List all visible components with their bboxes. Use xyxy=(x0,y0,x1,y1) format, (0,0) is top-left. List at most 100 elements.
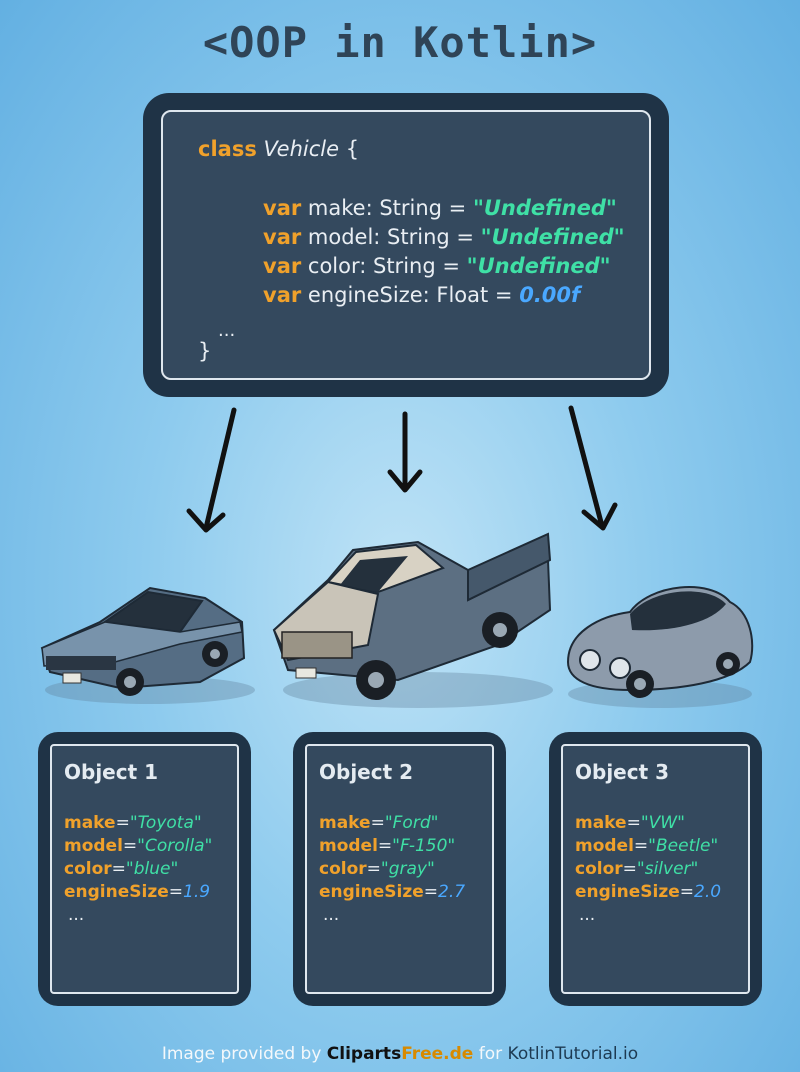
equals-sign: = xyxy=(122,836,138,856)
var-keyword: var xyxy=(263,225,302,249)
object-title: Object 3 xyxy=(575,760,670,784)
object-title: Object 2 xyxy=(319,760,414,784)
class-header-line: class Vehicle { xyxy=(198,135,359,164)
field-value: "VW" xyxy=(640,813,685,833)
page-title: <OOP in Kotlin> xyxy=(202,18,598,67)
equals-sign: = xyxy=(626,813,641,833)
footer-brand-link[interactable]: Cliparts xyxy=(326,1044,402,1064)
field-make: make="VW" xyxy=(575,812,721,835)
object-fields: make="Ford" model="F-150" color="gray" e… xyxy=(319,812,465,927)
class-keyword: class xyxy=(198,137,257,161)
ellipsis: ... xyxy=(323,905,340,925)
field-value: "gray" xyxy=(380,859,435,879)
field-label: color xyxy=(319,859,367,879)
field-label: model xyxy=(575,836,634,856)
field-value: "Beetle" xyxy=(648,836,719,856)
object-fields: make="VW" model="Beetle" color="silver" … xyxy=(575,812,721,927)
equals-sign: = xyxy=(377,836,393,856)
property-default: "Undefined" xyxy=(466,254,611,278)
field-label: make xyxy=(64,813,116,833)
object-title: Object 1 xyxy=(64,760,159,784)
attribution-footer: Image provided by ClipartsFree.de for Ko… xyxy=(0,1044,800,1064)
equals-sign: = xyxy=(622,859,637,879)
field-label: make xyxy=(319,813,371,833)
property-decl: engineSize: Float = xyxy=(307,283,520,307)
var-keyword: var xyxy=(263,196,302,220)
field-value: "silver" xyxy=(636,859,699,879)
property-line: var engineSize: Float = 0.00f xyxy=(263,281,580,310)
field-label: engineSize xyxy=(64,882,169,902)
property-decl: make: String = xyxy=(307,196,473,220)
equals-sign: = xyxy=(366,859,381,879)
footer-brand-link-domain[interactable]: Free.de xyxy=(401,1044,474,1064)
field-model: model="F-150" xyxy=(319,835,465,858)
field-color: color="silver" xyxy=(575,858,721,881)
object-2-panel: Object 2 make="Ford" model="F-150" color… xyxy=(293,732,506,1006)
field-color: color="blue" xyxy=(64,858,212,881)
property-line: var model: String = "Undefined" xyxy=(263,223,625,252)
open-brace: { xyxy=(345,137,360,161)
field-engine-size: engineSize=1.9 xyxy=(64,881,212,904)
class-code-block: class Vehicle { var make: String = "Unde… xyxy=(161,110,651,380)
close-brace: } xyxy=(198,339,212,363)
object-fields: make="Toyota" model="Corolla" color="blu… xyxy=(64,812,212,927)
field-engine-size: engineSize=2.0 xyxy=(575,881,721,904)
equals-sign: = xyxy=(633,836,649,856)
var-keyword: var xyxy=(263,283,302,307)
object-3-panel: Object 3 make="VW" model="Beetle" color=… xyxy=(549,732,762,1006)
equals-sign: = xyxy=(168,882,184,902)
property-decl: model: String = xyxy=(307,225,481,249)
object-card: Object 3 make="VW" model="Beetle" color=… xyxy=(561,744,750,994)
property-line: var color: String = "Undefined" xyxy=(263,252,611,281)
property-default: "Undefined" xyxy=(472,196,617,220)
equals-sign: = xyxy=(423,882,439,902)
object-card: Object 2 make="Ford" model="F-150" color… xyxy=(305,744,494,994)
field-label: engineSize xyxy=(575,882,680,902)
equals-sign: = xyxy=(679,882,695,902)
instantiation-arrows xyxy=(186,405,618,533)
field-model: model="Corolla" xyxy=(64,835,212,858)
field-label: color xyxy=(575,859,623,879)
beetle-car-icon xyxy=(566,586,754,708)
field-value: 1.9 xyxy=(183,882,211,902)
footer-prefix: Image provided by xyxy=(161,1044,327,1064)
object-1-panel: Object 1 make="Toyota" model="Corolla" c… xyxy=(38,732,251,1006)
footer-middle: for xyxy=(473,1044,508,1064)
equals-sign: = xyxy=(370,813,385,833)
field-label: model xyxy=(319,836,378,856)
ellipsis: ... xyxy=(579,905,596,925)
equals-sign: = xyxy=(115,813,130,833)
field-value: "Toyota" xyxy=(129,813,202,833)
footer-site-link[interactable]: KotlinTutorial.io xyxy=(507,1044,639,1064)
ellipsis: ... xyxy=(68,905,85,925)
field-value: "Ford" xyxy=(384,813,439,833)
property-decl: color: String = xyxy=(307,254,467,278)
field-value: 2.0 xyxy=(694,882,722,902)
ellipsis: ... xyxy=(218,320,236,341)
field-color: color="gray" xyxy=(319,858,465,881)
var-keyword: var xyxy=(263,254,302,278)
class-definition-panel: class Vehicle { var make: String = "Unde… xyxy=(143,93,669,397)
field-label: color xyxy=(64,859,112,879)
field-value: "F-150" xyxy=(392,836,456,856)
arrow-down-icon xyxy=(568,405,618,531)
field-model: model="Beetle" xyxy=(575,835,721,858)
arrow-down-icon xyxy=(186,407,237,533)
class-name: Vehicle xyxy=(263,137,340,161)
field-label: engineSize xyxy=(319,882,424,902)
field-make: make="Ford" xyxy=(319,812,465,835)
arrow-down-icon xyxy=(387,411,423,493)
field-label: model xyxy=(64,836,123,856)
field-make: make="Toyota" xyxy=(64,812,212,835)
field-value: "blue" xyxy=(125,859,179,879)
property-default: 0.00f xyxy=(519,283,581,307)
property-line: var make: String = "Undefined" xyxy=(263,194,617,223)
field-value: "Corolla" xyxy=(137,836,213,856)
field-engine-size: engineSize=2.7 xyxy=(319,881,465,904)
object-card: Object 1 make="Toyota" model="Corolla" c… xyxy=(50,744,239,994)
sedan-car-icon xyxy=(40,586,255,704)
field-label: make xyxy=(575,813,627,833)
property-default: "Undefined" xyxy=(480,225,625,249)
equals-sign: = xyxy=(111,859,126,879)
pickup-truck-icon xyxy=(272,532,553,708)
